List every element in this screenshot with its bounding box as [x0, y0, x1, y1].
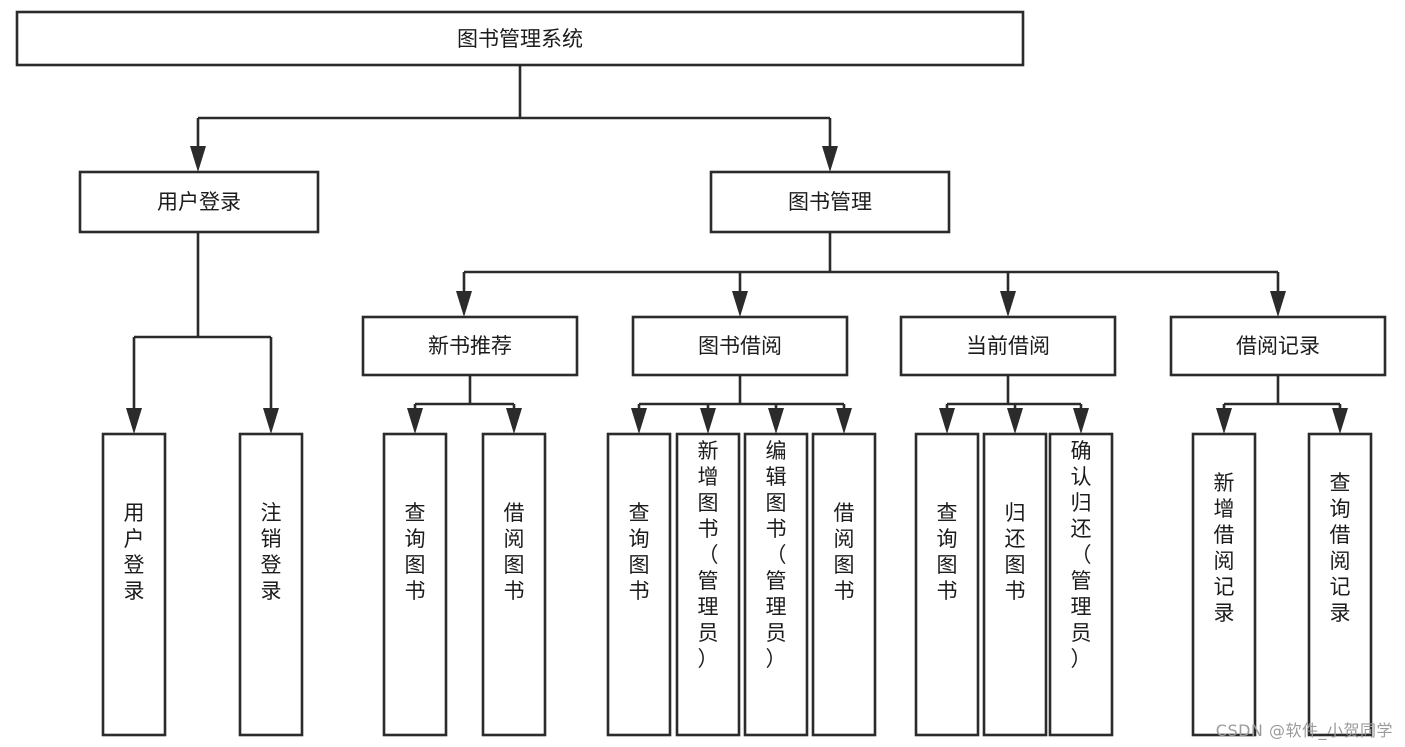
node-new-book-recommend[interactable]: 新书推荐	[361, 315, 579, 377]
arrow-current-borrow-to-leaf2-icon	[1007, 408, 1023, 434]
node-leaf-edit-book-label: 编辑图书（管理员）	[766, 439, 787, 671]
node-leaf-borrow-book-1[interactable]: 借阅图书	[481, 432, 547, 737]
arrow-root-to-book-management-icon	[822, 146, 838, 172]
connector-group-book-management	[456, 232, 1286, 317]
node-leaf-borrow-book-1-label: 借阅图书	[504, 501, 525, 603]
arrow-bm-to-book-borrow-icon	[732, 291, 748, 317]
node-current-borrow[interactable]: 当前借阅	[899, 315, 1117, 377]
node-leaf-borrow-book-1-box[interactable]	[481, 432, 547, 737]
node-leaf-confirm-return-label: 确认归还（管理员）	[1071, 439, 1092, 671]
arrow-book-borrow-to-leaf3-icon	[768, 408, 784, 434]
node-book-borrow-label: 图书借阅	[698, 334, 782, 358]
node-leaf-user-login[interactable]: 用户登录	[101, 432, 167, 737]
arrow-current-borrow-to-leaf1-icon	[939, 408, 955, 434]
node-leaf-query-book-3[interactable]: 查询图书	[914, 432, 980, 737]
node-leaf-add-record[interactable]: 新增借阅记录	[1191, 432, 1257, 737]
node-leaf-add-record-label: 新增借阅记录	[1214, 471, 1235, 625]
arrow-user-login-to-leaf1-icon	[126, 408, 142, 434]
node-leaf-query-book-3-box[interactable]	[914, 432, 980, 737]
node-leaf-return-book-box[interactable]	[982, 432, 1048, 737]
node-leaf-query-book-2-box[interactable]	[606, 432, 672, 737]
node-leaf-borrow-book-2[interactable]: 借阅图书	[811, 432, 877, 737]
connector-group-current-borrow	[939, 375, 1089, 434]
node-borrow-record-box[interactable]	[1169, 315, 1387, 377]
node-leaf-query-record-box[interactable]	[1307, 432, 1373, 737]
arrow-borrow-record-to-leaf1-icon	[1216, 408, 1232, 434]
node-leaf-borrow-book-2-box[interactable]	[811, 432, 877, 737]
connector-group-root	[190, 65, 838, 172]
node-leaf-logout-login[interactable]: 注销登录	[238, 432, 304, 737]
node-borrow-record-label: 借阅记录	[1236, 334, 1320, 358]
connector-group-book-borrow	[631, 375, 852, 434]
node-leaf-add-record-box[interactable]	[1191, 432, 1257, 737]
node-current-borrow-box[interactable]	[899, 315, 1117, 377]
node-leaf-query-book-1[interactable]: 查询图书	[382, 432, 448, 737]
node-leaf-confirm-return[interactable]: 确认归还（管理员）	[1048, 432, 1114, 737]
node-leaf-query-record[interactable]: 查询借阅记录	[1307, 432, 1373, 737]
node-leaf-query-book-1-label: 查询图书	[405, 501, 426, 603]
node-user-login-label: 用户登录	[157, 190, 241, 214]
node-leaf-query-book-2[interactable]: 查询图书	[606, 432, 672, 737]
arrow-user-login-to-leaf2-icon	[263, 408, 279, 434]
node-user-login-box[interactable]	[78, 170, 320, 234]
arrow-root-to-user-login-icon	[190, 146, 206, 172]
node-leaf-logout-login-label: 注销登录	[261, 501, 282, 603]
node-book-borrow[interactable]: 图书借阅	[631, 315, 849, 377]
node-book-management-label: 图书管理	[788, 190, 872, 214]
node-new-book-recommend-label: 新书推荐	[428, 334, 512, 358]
arrow-new-book-to-leaf2-icon	[506, 408, 522, 434]
arrow-borrow-record-to-leaf2-icon	[1332, 408, 1348, 434]
node-leaf-add-book[interactable]: 新增图书（管理员）	[675, 432, 741, 737]
node-borrow-record[interactable]: 借阅记录	[1169, 315, 1387, 377]
node-leaf-add-book-label: 新增图书（管理员）	[698, 439, 719, 671]
arrow-book-borrow-to-leaf2-icon	[700, 408, 716, 434]
arrow-bm-to-borrow-record-icon	[1270, 291, 1286, 317]
node-user-login[interactable]: 用户登录	[78, 170, 320, 234]
node-leaf-user-login-label: 用户登录	[124, 501, 145, 603]
node-leaf-logout-login-box[interactable]	[238, 432, 304, 737]
node-book-borrow-box[interactable]	[631, 315, 849, 377]
node-leaf-query-record-label: 查询借阅记录	[1330, 471, 1351, 625]
node-leaf-edit-book-box[interactable]	[743, 432, 809, 737]
connector-group-new-book-recommend	[407, 375, 522, 434]
node-leaf-borrow-book-2-label: 借阅图书	[834, 501, 855, 603]
connector-group-user-login	[126, 232, 279, 434]
node-root-box[interactable]	[15, 10, 1025, 67]
node-leaf-query-book-2-label: 查询图书	[629, 501, 650, 603]
arrow-bm-to-new-book-icon	[456, 291, 472, 317]
node-leaf-return-book[interactable]: 归还图书	[982, 432, 1048, 737]
node-leaf-query-book-1-box[interactable]	[382, 432, 448, 737]
node-new-book-recommend-box[interactable]	[361, 315, 579, 377]
node-book-management-box[interactable]	[709, 170, 951, 234]
node-leaf-confirm-return-box[interactable]	[1048, 432, 1114, 737]
node-leaf-edit-book[interactable]: 编辑图书（管理员）	[743, 432, 809, 737]
node-leaf-user-login-box[interactable]	[101, 432, 167, 737]
csdn-watermark: CSDN @软件_小贺同学	[1215, 721, 1393, 740]
node-leaf-return-book-label: 归还图书	[1005, 501, 1026, 603]
arrow-book-borrow-to-leaf4-icon	[836, 408, 852, 434]
node-current-borrow-label: 当前借阅	[966, 334, 1050, 358]
arrow-bm-to-current-borrow-icon	[1000, 291, 1016, 317]
node-root-label: 图书管理系统	[457, 27, 583, 51]
node-book-management[interactable]: 图书管理	[709, 170, 951, 234]
node-leaf-query-book-3-label: 查询图书	[937, 501, 958, 603]
connector-group-borrow-record	[1216, 375, 1348, 434]
arrow-new-book-to-leaf1-icon	[407, 408, 423, 434]
node-root[interactable]: 图书管理系统	[15, 10, 1025, 67]
arrow-current-borrow-to-leaf3-icon	[1073, 408, 1089, 434]
node-leaf-add-book-box[interactable]	[675, 432, 741, 737]
arrow-book-borrow-to-leaf1-icon	[631, 408, 647, 434]
